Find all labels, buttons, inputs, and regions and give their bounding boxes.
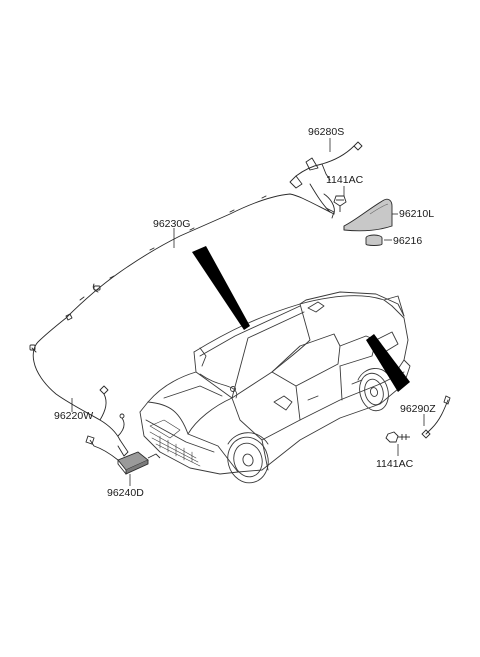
label-96216: 96216	[393, 235, 423, 247]
label-96230G: 96230G	[153, 218, 191, 230]
antenna-feeder-harness	[29, 193, 335, 457]
label-96240D: 96240D	[107, 487, 144, 499]
part-96210L-shark-fin	[343, 198, 393, 232]
label-96290Z: 96290Z	[400, 403, 436, 415]
part-1141AC-top	[333, 195, 347, 212]
label-1141AC-top: 1141AC	[326, 174, 364, 186]
pointer-arrows	[192, 246, 410, 392]
pointer-arrow-roof	[192, 246, 250, 330]
label-1141AC-bottom: 1141AC	[376, 458, 414, 470]
label-96220W: 96220W	[54, 410, 94, 422]
part-96216-pad	[365, 234, 383, 246]
part-96290Z	[421, 395, 451, 439]
label-96280S: 96280S	[308, 126, 345, 138]
part-96280S	[289, 141, 363, 219]
pointer-arrow-rear	[366, 334, 410, 392]
part-1141AC-bottom	[385, 431, 410, 443]
label-96210L: 96210L	[399, 208, 435, 220]
part-96240D-module	[85, 435, 161, 475]
car-illustration	[139, 291, 411, 484]
